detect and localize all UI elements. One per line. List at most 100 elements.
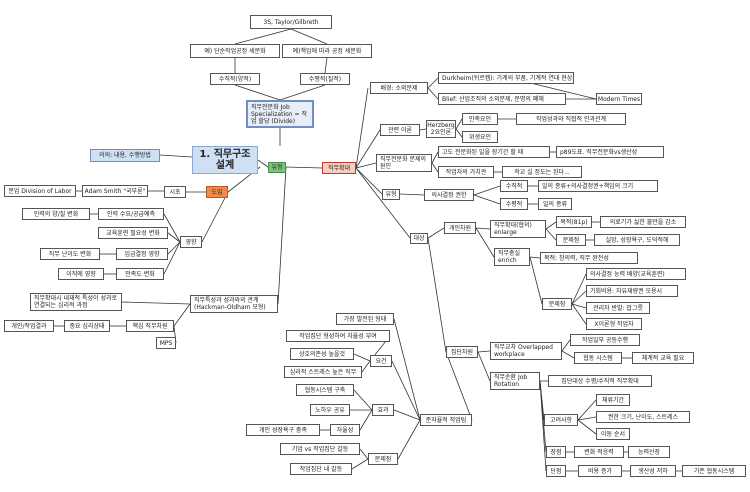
connector-line: [445, 351, 473, 421]
connector-line: [529, 256, 543, 305]
node-inf2: 교육훈련 필요성 변화: [98, 227, 168, 239]
node-merit1: 변화 적응력: [574, 446, 624, 458]
central-topic: 1. 직무구조 설계: [192, 146, 258, 174]
node-effect4: 자율성: [330, 424, 360, 436]
connector-line: [419, 128, 427, 131]
connector-line: [561, 350, 575, 359]
node-enrich-purpose: 목적: 창의력, 직무 완전성: [540, 252, 638, 264]
connector-line: [577, 399, 597, 421]
node-mps: MPS: [156, 337, 176, 349]
node-issue3: 관리자 반발: 밥그릇: [586, 302, 650, 314]
node-merit: 장점: [546, 446, 566, 458]
node-psych: 중요 심리상태: [64, 320, 110, 332]
node-hygiene: 위생요인: [462, 131, 498, 143]
node-vert2-detail: 일의 종류+의사결정권+책임의 크기: [538, 180, 658, 192]
node-enrich: 직무충실 enrich: [494, 248, 530, 266]
node-worker-value: 작업자의 가치관: [438, 166, 494, 178]
node-merit2: 능력신장: [628, 446, 670, 458]
connector-line: [571, 290, 587, 305]
node-req2: 상호의존성 높을것: [290, 348, 354, 360]
node-individual: 개인차원: [444, 222, 476, 234]
connector-line: [475, 227, 491, 230]
node-problem: 문제점: [556, 234, 586, 246]
connector-line: [285, 166, 323, 169]
connector-line: [353, 353, 371, 362]
connector-line: [427, 77, 439, 89]
node-problem-detail: 실망, 성장욕구, 도덕적해: [594, 234, 680, 246]
node-effect1: 협동시스템 구축: [296, 384, 354, 396]
node-high-spec: 고도 전문화된 일을 장기간 할 때: [438, 146, 550, 158]
connector-line: [359, 409, 373, 431]
node-consider: 고려사항: [544, 414, 578, 426]
connector-line: [279, 84, 326, 101]
node-durkheim: Durkheim(뒤르켐): 기계의 부품, 기계적 연대 현상: [438, 72, 574, 84]
connector-line: [277, 166, 287, 305]
node-background: 배경: 소외문제: [370, 82, 428, 94]
node-horiz2: 수평적: [500, 198, 528, 210]
node-job-alt-d2: 협동 시스템: [574, 352, 622, 364]
connector-line: [473, 185, 501, 196]
node-req1: 작업집단 형성하여 자율성 부여: [286, 330, 390, 342]
connector-line: [577, 419, 597, 435]
node-vert2: 수직적: [500, 180, 528, 192]
connector-line: [477, 351, 491, 382]
connector-line: [201, 191, 229, 243]
connector-line: [167, 232, 181, 243]
connector-line: [355, 167, 411, 239]
connector-line: [351, 458, 369, 470]
node-rights: 의사결정 권한: [424, 189, 474, 201]
node-related-theory: 관련 이론: [380, 124, 420, 136]
node-inf3: 임금결정 영향: [116, 248, 168, 260]
connector-line: [427, 87, 439, 100]
node-worker-value-detail: 학교 실 정도는 된다...: [502, 166, 582, 178]
node-issue-t1: 기업 vs 작업집단 갈등: [280, 443, 360, 455]
connector-line: [359, 448, 369, 460]
node-inf4: 만족도 변화: [116, 268, 164, 280]
node-consider1: 체류기간: [596, 394, 630, 406]
connector-line: [539, 380, 547, 472]
node-taylor: 3S, Taylor/Gilbreth: [250, 15, 332, 29]
connector-line: [393, 318, 421, 421]
node-job-alt: 직무교차 Overlapped workplace: [490, 342, 562, 360]
connector-line: [163, 241, 181, 275]
connector-line: [393, 409, 421, 421]
node-demerit: 단점: [546, 465, 566, 477]
node-ex-task: 예)책임에 따라 공정 세분화: [282, 44, 372, 58]
connector-line: [561, 339, 571, 352]
node-inf4-src: 이직에 영향: [58, 268, 104, 280]
node-inf1-src: 인력의 양/질 변화: [22, 208, 90, 220]
node-smith: Adam Smith "국부론": [82, 185, 148, 197]
node-core: 핵심 직무차원: [126, 320, 174, 332]
node-group: 집단차원: [446, 346, 478, 358]
node-blief: Blief: 산업조직의 소외문제, 문명의 폐해: [438, 93, 566, 105]
node-rotation: 직무순환 Job Rotation: [490, 372, 540, 390]
connector-line: [427, 227, 445, 239]
connector-line: [234, 28, 292, 45]
node-demerit3: 기존 협동시스템: [682, 465, 746, 477]
node-enlarge: 직무확대(협의) enlarge: [490, 220, 546, 238]
connector-line: [159, 154, 193, 158]
node-specialization: 직무전문화 Job Specialization = 작업 할당 (Divide…: [246, 100, 314, 128]
node-target: 대상: [410, 233, 428, 244]
connector-line: [397, 419, 421, 460]
node-effect: 효과: [372, 404, 394, 416]
node-influence: 영향: [180, 236, 202, 248]
connector-line: [361, 360, 371, 373]
node-spec-problem: 직무전문화 문제의 원인: [376, 154, 432, 172]
connector-line: [571, 273, 587, 305]
node-satisfier: 만족요인: [462, 113, 498, 125]
connector-line: [571, 303, 587, 309]
node-horiz2-detail: 일의 종류: [538, 198, 572, 210]
connector-line: [399, 193, 425, 196]
connector-line: [324, 57, 328, 74]
node-outcome: 개인/작업결과: [4, 320, 54, 332]
connector-line: [431, 151, 439, 164]
connector-line: [355, 87, 369, 169]
connector-line: [577, 416, 597, 421]
node-first: 시초: [164, 186, 186, 198]
node-self-team: 준자율적 작업팀: [420, 414, 472, 426]
node-hk-desc: 직무확대시 내재적 특성이 성과로 연결되는 심리적 과정: [30, 293, 122, 311]
node-issue2: 기회비용: 자유재량권 오용시: [586, 285, 678, 297]
connector-line: [173, 303, 191, 327]
